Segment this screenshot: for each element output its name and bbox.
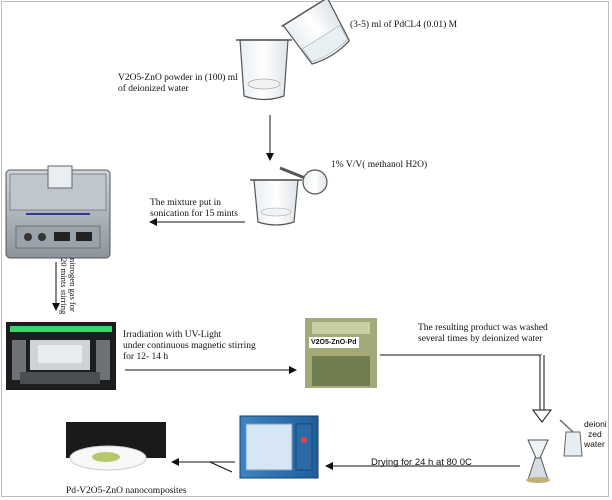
washed-label-line2: several times by deionized water [418,334,543,344]
deionized-label-line2: zed [588,429,602,439]
sample-tag: V2O5-ZnO-Pd [309,337,359,348]
product-plate-icon [66,422,166,471]
trailing-line [209,461,233,473]
arrow-down-3-head [532,409,552,423]
drying-label: Drying for 24 h at 80 0C [371,457,472,468]
pdcl4-label: (3-5) ml of PdCL4 (0.01) M [350,20,458,30]
nitrogen-label-line1: nitrogen gas for [68,258,78,312]
irradiation-label-line1: Irradiation with UV-Light [123,330,222,340]
sonication-label-line2: sonication for 15 mints [150,209,238,219]
powder-label-line1: V2O5-ZnO powder in (100) ml [118,73,238,83]
sonication-label-line1: The mixture put in [150,198,221,208]
tilted-beaker-icon [281,0,351,65]
uv-reactor-icon [6,322,116,390]
irradiation-label-line3: for 12- 14 h [123,352,169,362]
product-label: Pd-V2O5-ZnO nanocomposites [66,486,187,496]
deionized-label-line1: deioni [584,419,607,429]
wash-bottle-icon [559,419,583,457]
methanol-label: 1% V/V( methanol H2O) [331,160,428,170]
deionized-label-line3: water [584,439,605,449]
powder-label-line2: of deionized water [118,84,189,94]
nitrogen-label-line2: 20 mints stirring [59,258,69,315]
irradiation-label-line2: under continuous magnetic stirring [123,341,256,351]
sonicator-icon [5,165,111,259]
beaker-powder-icon [236,39,292,101]
beaker-mixture-icon [250,179,302,226]
washed-label-line1: The resulting product was washed [418,323,548,333]
sample-jar-icon [305,318,377,388]
drying-oven-icon [239,415,319,479]
flask-icon [279,166,328,195]
filtration-flask-icon [526,439,550,483]
